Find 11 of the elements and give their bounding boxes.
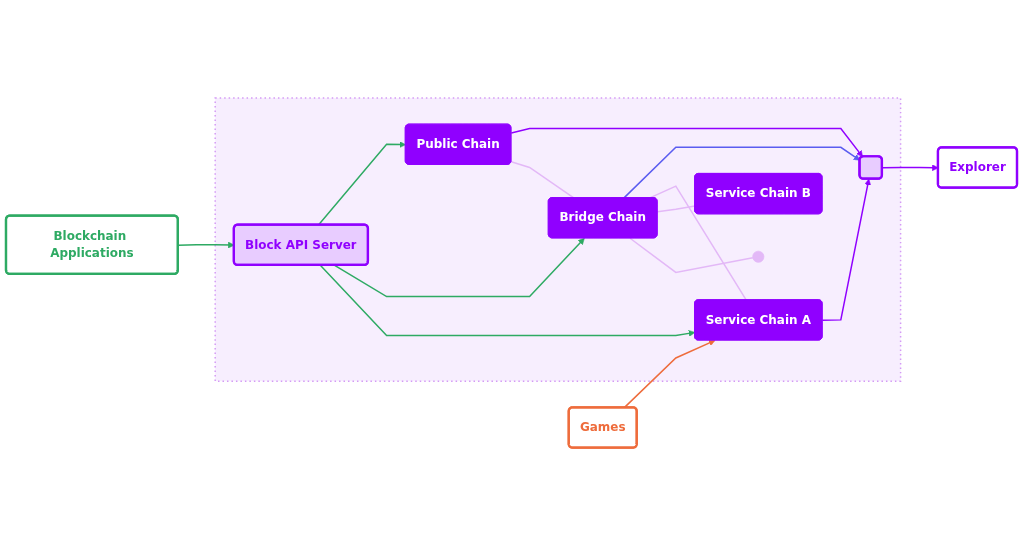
connector bbox=[649, 184, 747, 301]
cluster bbox=[214, 96, 902, 382]
connector bbox=[656, 205, 696, 213]
arrow bbox=[821, 178, 871, 321]
connector bbox=[629, 237, 754, 273]
node-dots bbox=[752, 250, 765, 263]
arrow bbox=[333, 237, 585, 297]
connector bbox=[510, 160, 575, 199]
arrow bbox=[623, 146, 861, 199]
arrow bbox=[319, 264, 696, 337]
arrow bbox=[510, 127, 863, 157]
